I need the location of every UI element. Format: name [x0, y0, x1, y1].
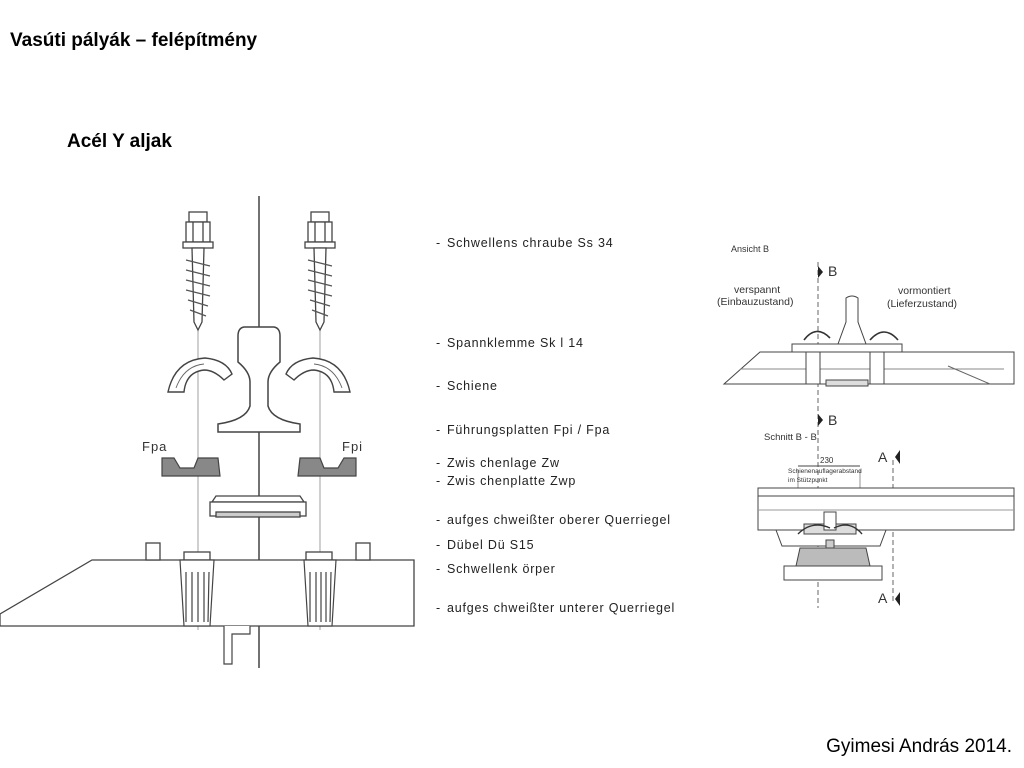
tension-clamp-right — [285, 357, 351, 393]
author-credit: Gyimesi András 2014. — [826, 736, 1012, 757]
view-b-title: Ansicht B — [731, 244, 770, 254]
view-b-right-caption-2: (Lieferzustand) — [887, 298, 958, 310]
legend-item: -Schwellenk örper — [436, 562, 556, 576]
sleeper-screw-left — [182, 211, 214, 332]
legend-item: -Spannklemme Sk l 14 — [436, 336, 584, 350]
slide-subtitle: Acél Y aljak — [67, 131, 172, 152]
guide-plate-fpa — [161, 457, 221, 477]
guide-plate-fpi — [297, 457, 357, 477]
section-bb-marker-top: A — [878, 449, 888, 465]
rail-profile — [217, 326, 301, 433]
dowel-left — [179, 559, 215, 627]
intermediate-plate — [209, 495, 307, 518]
legend-item: -Zwis chenplatte Zwp — [436, 474, 577, 488]
legend-item: -Führungsplatten Fpi / Fpa — [436, 423, 611, 437]
view-b-right-caption: vormontiert — [898, 285, 951, 297]
label-fpa: Fpa — [142, 439, 168, 454]
sleeper-screw-right — [304, 211, 336, 332]
legend-item: -Schwellens chraube Ss 34 — [436, 236, 614, 250]
section-bb-dimension-note-2: im Stützpunkt — [788, 477, 828, 484]
view-b-marker-bottom: B — [828, 412, 838, 428]
legend-item: -Zwis chenlage Zw — [436, 456, 560, 470]
view-b-left-caption: verspannt — [734, 284, 781, 296]
legend-item: -aufges chweißter oberer Querriegel — [436, 513, 671, 527]
section-bb-drawing — [757, 460, 1015, 604]
legend-item: -Dübel Dü S15 — [436, 538, 535, 552]
tension-clamp-left — [167, 357, 233, 393]
section-bb-dimension-note: Schienenauflagerabstand — [788, 468, 862, 475]
lower-cross-bar — [223, 626, 251, 665]
legend-item: -Schiene — [436, 379, 498, 393]
legend-item: -aufges chweißter unterer Querriegel — [436, 601, 676, 615]
section-bb-title: Schnitt B - B — [764, 432, 817, 443]
view-b-marker-top: B — [828, 263, 838, 279]
slide-title: Vasúti pályák – felépítmény — [10, 30, 258, 51]
view-b-left-caption-2: (Einbauzustand) — [717, 296, 794, 308]
label-fpi: Fpi — [342, 439, 364, 454]
section-bb-marker-bottom: A — [878, 590, 888, 606]
view-b-drawing — [722, 262, 1015, 608]
section-bb-dimension: 230 — [820, 456, 834, 465]
dowel-right — [303, 559, 337, 627]
